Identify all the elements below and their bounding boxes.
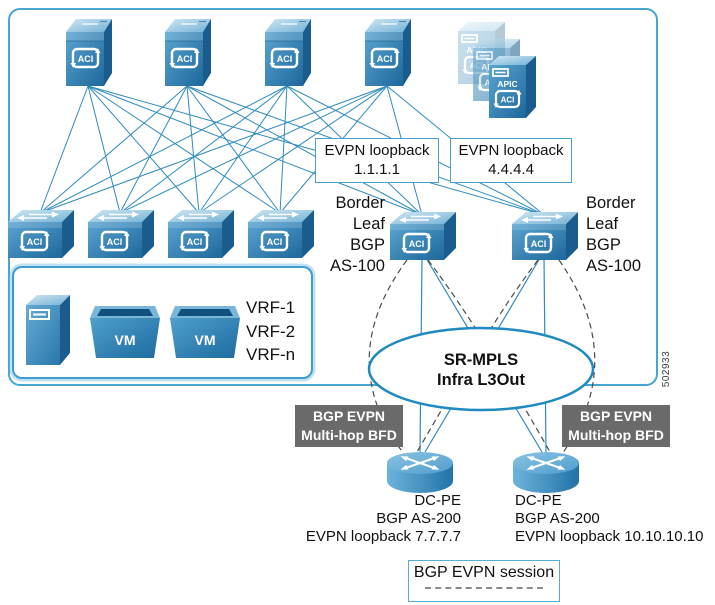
dc-pe-router-2 <box>513 451 579 500</box>
legend-label: BGP EVPN session <box>413 564 555 581</box>
badge-line: Multi-hop BFD <box>301 427 397 443</box>
badge-line: BGP EVPN <box>579 408 653 424</box>
bfd-badge-2: BGP EVPN Multi-hop BFD <box>562 405 670 447</box>
dc-pe-loopback: EVPN loopback 10.10.10.10 <box>515 528 704 545</box>
sr-mpls-label: SR-MPLS Infra L3Out <box>369 350 593 390</box>
legend-dashed-line <box>425 587 543 589</box>
bfd-badge-1: BGP EVPN Multi-hop BFD <box>295 405 403 447</box>
dc-pe-name: DC-PE <box>414 492 461 509</box>
dc-pe-name: DC-PE <box>515 492 562 509</box>
aci-logo: ACI <box>78 54 94 64</box>
aci-logo: ACI <box>531 239 547 249</box>
badge-line: Multi-hop BFD <box>568 427 664 443</box>
aci-logo: ACI <box>409 239 425 249</box>
aci-logo: ACI <box>377 54 393 64</box>
label-line: Infra L3Out <box>436 371 525 389</box>
leaf-switch-3: ACI <box>165 208 235 263</box>
evpn-loopback-callout-1: EVPN loopback 1.1.1.1 <box>315 138 439 183</box>
leaf-switch-2: ACI <box>85 208 155 263</box>
vm-icon-2: VM <box>170 306 240 363</box>
dc-pe-label-2: DC-PE BGP AS-200 EVPN loopback 10.10.10.… <box>515 492 715 546</box>
aci-logo: ACI <box>277 54 293 64</box>
border-leaf-label-2: Border Leaf BGP AS-100 <box>586 193 696 277</box>
apic-controller-front: APIC ACI <box>486 54 536 123</box>
label-line: Border <box>586 194 636 212</box>
label-line: Border <box>335 194 385 212</box>
aci-logo: ACI <box>267 237 283 247</box>
border-leaf-label-1: Border Leaf BGP AS-100 <box>235 193 385 277</box>
dc-pe-router-1 <box>387 451 453 500</box>
spine-switch-3: ACI <box>262 16 312 91</box>
dc-pe-asn: BGP AS-200 <box>515 510 600 527</box>
badge-line: BGP EVPN <box>312 408 386 424</box>
callout-title: EVPN loopback <box>458 142 564 159</box>
leaf-switch-4: ACI <box>245 208 315 263</box>
vm-icon-1: VM <box>90 306 160 363</box>
aci-logo: ACI <box>27 237 43 247</box>
callout-title: EVPN loopback <box>324 142 430 159</box>
vrf-label: VRF-n <box>246 345 296 364</box>
vrf-label: VRF-2 <box>246 321 296 341</box>
border-leaf-switch-2: ACI <box>509 210 579 265</box>
label-line: AS-100 <box>329 257 385 275</box>
dc-pe-label-1: DC-PE BGP AS-200 EVPN loopback 7.7.7.7 <box>240 492 461 546</box>
legend-box: BGP EVPN session <box>408 560 560 602</box>
callout-address: 1.1.1.1 <box>354 161 400 178</box>
dc-pe-loopback: EVPN loopback 7.7.7.7 <box>305 528 461 545</box>
label-line: AS-100 <box>586 257 642 275</box>
vm-label: VM <box>195 332 216 348</box>
aci-logo: ACI <box>501 96 515 105</box>
dc-pe-asn: BGP AS-200 <box>376 510 461 527</box>
apic-label: APIC <box>497 79 517 89</box>
spine-switch-1: ACI <box>63 16 113 91</box>
spine-switch-4: ACI <box>362 16 412 91</box>
label-line: Leaf <box>586 215 619 233</box>
evpn-loopback-callout-2: EVPN loopback 4.4.4.4 <box>450 138 572 183</box>
spine-switch-2: ACI <box>162 16 212 91</box>
aci-logo: ACI <box>177 54 193 64</box>
vrf-labels: VRF-1 VRF-2 VRF-n <box>246 296 346 367</box>
aci-logo: ACI <box>107 237 123 247</box>
leaf-switch-1: ACI <box>5 208 75 263</box>
label-line: SR-MPLS <box>443 351 519 369</box>
vm-label: VM <box>115 332 136 348</box>
label-line: Leaf <box>352 215 385 233</box>
label-line: BGP <box>350 236 385 254</box>
figure-number: 502933 <box>638 341 694 397</box>
callout-address: 4.4.4.4 <box>488 161 534 178</box>
aci-logo: ACI <box>187 237 203 247</box>
label-line: BGP <box>586 236 621 254</box>
aci-fabric-box <box>8 8 658 386</box>
vrf-label: VRF-1 <box>246 298 296 317</box>
figure-number-text: 502933 <box>660 350 672 388</box>
server-icon <box>22 293 70 370</box>
border-leaf-switch-1: ACI <box>387 210 457 265</box>
